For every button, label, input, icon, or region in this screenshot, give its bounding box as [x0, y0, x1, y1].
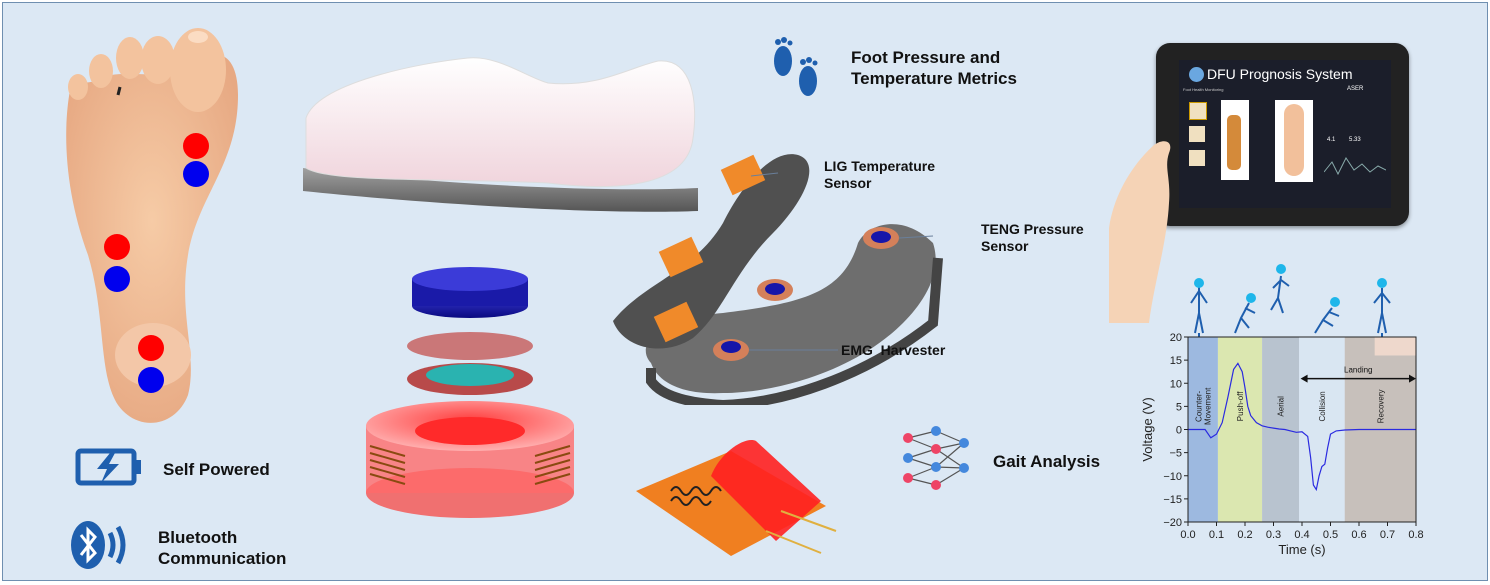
self-powered-label: Self Powered	[163, 460, 270, 479]
neural-network-icon	[903, 426, 969, 490]
landing-annotation: Landing	[1344, 366, 1372, 375]
phase-label: Recovery	[1376, 389, 1385, 423]
sensor-red-dot	[183, 133, 209, 159]
sensor-red-dot	[138, 335, 164, 361]
phase-label: Aerial	[1277, 396, 1286, 417]
y-tick-label: −10	[1163, 471, 1182, 483]
tablet-header-left: Foot Health Monitoring	[1183, 87, 1224, 92]
x-axis-label: Time (s)	[1278, 542, 1325, 557]
y-tick-label: −15	[1163, 494, 1182, 506]
sensor-blue-dot	[138, 367, 164, 393]
y-tick-label: −5	[1169, 448, 1182, 460]
x-tick-label: 0.8	[1408, 529, 1423, 541]
sensor-blue-dot	[183, 161, 209, 187]
emg-harvester-label: EMG Harvester	[841, 342, 946, 358]
x-tick-label: 0.0	[1180, 529, 1195, 541]
x-tick-label: 0.2	[1237, 529, 1252, 541]
hand-holding-tablet	[1109, 141, 1171, 323]
recovery-corner-band	[1374, 337, 1416, 356]
x-tick-label: 0.6	[1351, 529, 1366, 541]
tablet-screen: DFU Prognosis System Foot Health Monitor…	[1179, 60, 1391, 208]
x-tick-label: 0.1	[1209, 529, 1224, 541]
tablet-value-a: 4.1	[1327, 137, 1336, 143]
footprints-icon	[774, 37, 818, 96]
avatar[interactable]	[1189, 150, 1205, 166]
phase-band	[1299, 337, 1345, 522]
x-tick-label: 0.3	[1266, 529, 1281, 541]
sensor-red-dot	[104, 234, 130, 260]
avatar[interactable]	[1189, 126, 1205, 142]
lig-sensor-patch-illustration	[636, 440, 837, 556]
teng-sensor-label: TENG Pressure Sensor	[981, 221, 1084, 254]
tablet-brand: ASER	[1347, 86, 1364, 92]
tablet-logo-icon	[1189, 67, 1204, 82]
gait-analysis-label: Gait Analysis	[993, 452, 1101, 471]
y-tick-label: 10	[1170, 378, 1182, 390]
emg-harvester-exploded-view	[366, 267, 574, 518]
tablet-value-b: 5.33	[1349, 137, 1361, 143]
foot-map-shape	[1284, 104, 1304, 176]
foot-metrics-label: Foot Pressure and Temperature Metrics	[851, 48, 1017, 88]
y-tick-label: 0	[1176, 425, 1182, 437]
x-tick-label: 0.4	[1294, 529, 1309, 541]
y-tick-label: 5	[1176, 401, 1182, 413]
landing-arrow-head-left	[1300, 374, 1308, 383]
bluetooth-icon	[71, 521, 126, 569]
landing-arrow-head-right	[1409, 374, 1416, 383]
battery-charging-icon	[75, 448, 141, 486]
sensor-blue-dot	[104, 266, 130, 292]
phase-band	[1217, 337, 1263, 522]
tablet-app-title: DFU Prognosis System	[1207, 66, 1353, 82]
patient-figure-body	[1227, 115, 1241, 170]
bluetooth-label: Bluetooth Communication	[158, 528, 287, 568]
voltage-time-chart: Counter-Movement Push-off Aerial Collision R…	[1140, 332, 1424, 557]
y-tick-label: −20	[1163, 517, 1182, 529]
lig-patch-1	[720, 154, 766, 196]
phase-label: Collision	[1318, 391, 1327, 421]
phase-label: Counter-Movement	[1194, 387, 1212, 425]
voltage-series-line	[1188, 362, 1416, 492]
tablet-mini-chart	[1324, 157, 1386, 176]
y-tick-label: 15	[1170, 355, 1182, 367]
shoe-illustration	[303, 57, 698, 212]
x-tick-label: 0.5	[1323, 529, 1338, 541]
gait-phase-figures	[1190, 264, 1391, 340]
insole-illustration	[613, 154, 943, 405]
y-axis-label: Voltage (V)	[1140, 397, 1155, 461]
y-tick-label: 20	[1170, 332, 1182, 344]
avatar[interactable]	[1189, 102, 1207, 120]
x-tick-label: 0.7	[1380, 529, 1395, 541]
phase-label: Push-off	[1236, 391, 1245, 421]
lig-sensor-label: LIG Temperature Sensor	[824, 158, 935, 191]
